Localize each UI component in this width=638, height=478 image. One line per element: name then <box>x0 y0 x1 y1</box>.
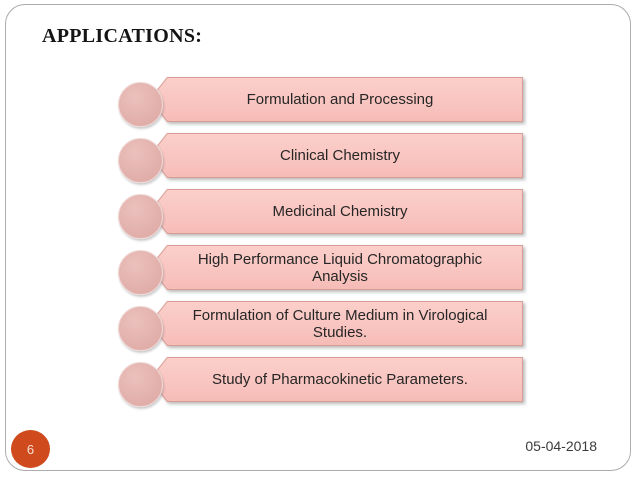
slide-date: 05-04-2018 <box>525 438 597 454</box>
list-item: Formulation of Culture Medium in Virolog… <box>118 301 523 351</box>
item-label: Medicinal Chemistry <box>158 190 522 233</box>
bullet-circle <box>118 138 163 183</box>
item-bar: High Performance Liquid Chromatographic … <box>157 245 523 290</box>
applications-list: Formulation and Processing Clinical Chem… <box>118 77 523 407</box>
item-bar: Medicinal Chemistry <box>157 189 523 234</box>
item-label: High Performance Liquid Chromatographic … <box>158 246 522 289</box>
list-item: High Performance Liquid Chromatographic … <box>118 245 523 295</box>
item-bar: Formulation and Processing <box>157 77 523 122</box>
list-item: Clinical Chemistry <box>118 133 523 183</box>
bullet-circle <box>118 306 163 351</box>
bullet-circle <box>118 194 163 239</box>
item-bar: Formulation of Culture Medium in Virolog… <box>157 301 523 346</box>
list-item: Formulation and Processing <box>118 77 523 127</box>
item-label: Clinical Chemistry <box>158 134 522 177</box>
page-number-badge: 6 <box>11 430 50 468</box>
item-label: Formulation of Culture Medium in Virolog… <box>158 302 522 345</box>
item-bar: Clinical Chemistry <box>157 133 523 178</box>
item-label: Formulation and Processing <box>158 78 522 121</box>
bullet-circle <box>118 362 163 407</box>
item-bar: Study of Pharmacokinetic Parameters. <box>157 357 523 402</box>
slide-border <box>5 4 631 471</box>
item-label: Study of Pharmacokinetic Parameters. <box>158 358 522 401</box>
bullet-circle <box>118 82 163 127</box>
list-item: Study of Pharmacokinetic Parameters. <box>118 357 523 407</box>
page-number: 6 <box>26 441 35 457</box>
bullet-circle <box>118 250 163 295</box>
page-title: APPLICATIONS: <box>42 25 203 47</box>
list-item: Medicinal Chemistry <box>118 189 523 239</box>
